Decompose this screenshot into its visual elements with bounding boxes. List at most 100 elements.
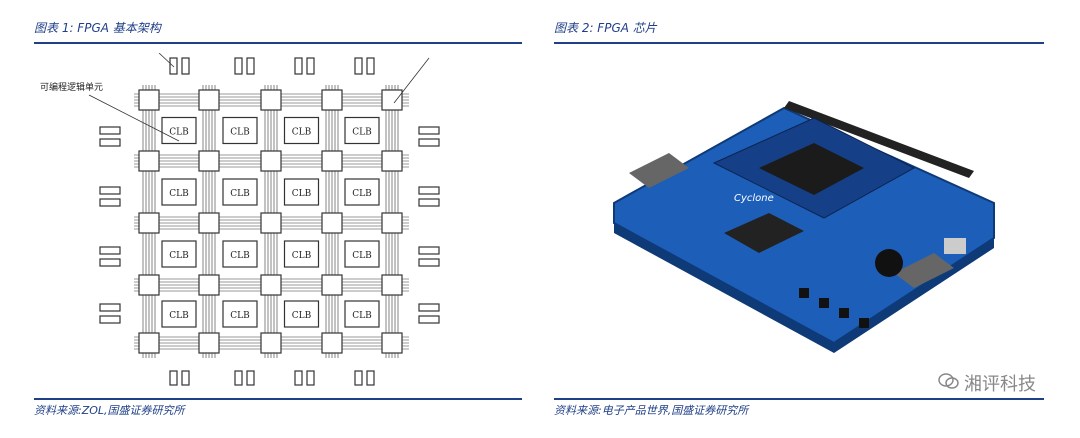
- callout-line: [393, 57, 430, 104]
- io-pad: [294, 370, 303, 386]
- clb-label: CLB: [292, 311, 312, 321]
- io-pad: [366, 57, 375, 75]
- switch-box: [198, 332, 220, 354]
- clb-block: [283, 240, 320, 268]
- switch-box: [198, 274, 220, 296]
- clb-block: [222, 178, 258, 206]
- caption-rule: [554, 42, 1044, 44]
- io-pad: [294, 57, 303, 75]
- clb-label: CLB: [169, 251, 189, 261]
- switch-box: [381, 150, 403, 172]
- wechat-icon: [938, 372, 960, 395]
- right-figure-panel: 图表 2: FPGA 芯片 Cyclone 湘评科技 资料来源:电子产品世界,国…: [554, 0, 1044, 438]
- io-pad: [354, 57, 363, 75]
- watermark: 湘评科技: [938, 370, 1036, 396]
- clb-block: [161, 240, 197, 268]
- io-pad: [99, 186, 121, 195]
- switch-box: [381, 274, 403, 296]
- io-pad: [418, 138, 440, 147]
- clb-label: CLB: [169, 311, 189, 321]
- switch-box: [138, 150, 160, 172]
- caption-rule: [34, 42, 522, 44]
- io-pad: [418, 198, 440, 207]
- io-pad: [418, 315, 440, 324]
- clb-label: CLB: [230, 311, 250, 321]
- clb-block: [222, 116, 258, 145]
- fpga-board-photo: Cyclone: [613, 101, 995, 353]
- switch-box: [198, 212, 220, 234]
- figure-2-source: 资料来源:电子产品世界,国盛证券研究所: [554, 404, 749, 417]
- io-pad: [246, 370, 255, 386]
- io-pad: [366, 370, 375, 386]
- source-rule: [554, 398, 1044, 400]
- switch-box: [381, 212, 403, 234]
- switch-box: [138, 212, 160, 234]
- switch-box: [260, 212, 282, 234]
- io-pad: [418, 186, 440, 195]
- switch-box: [381, 89, 403, 111]
- switch-box: [381, 332, 403, 354]
- clb-label: CLB: [292, 128, 312, 138]
- source-rule: [34, 398, 522, 400]
- watermark-text: 湘评科技: [964, 374, 1036, 395]
- io-pad: [169, 370, 178, 386]
- io-pad: [99, 126, 121, 135]
- io-pad: [418, 258, 440, 267]
- figure-2-caption: 图表 2: FPGA 芯片: [554, 21, 657, 35]
- clb-label: CLB: [230, 128, 250, 138]
- switch-box: [138, 89, 160, 111]
- clb-label: CLB: [230, 189, 250, 199]
- clb-label: CLB: [292, 251, 312, 261]
- clb-label: CLB: [169, 189, 189, 199]
- clb-label: CLB: [352, 251, 372, 261]
- io-pad: [246, 57, 255, 75]
- io-pad: [99, 315, 121, 324]
- board-brand-label: Cyclone: [734, 193, 774, 204]
- switch-box: [260, 150, 282, 172]
- clb-label: CLB: [352, 128, 372, 138]
- switch-box: [198, 150, 220, 172]
- clb-block: [283, 300, 320, 328]
- switch-box: [138, 274, 160, 296]
- clb-label: CLB: [352, 311, 372, 321]
- callout-line: [158, 53, 175, 68]
- io-pad: [99, 198, 121, 207]
- io-pad: [181, 370, 190, 386]
- clb-block: [344, 300, 380, 328]
- figure-1-source: 资料来源:ZOL,国盛证券研究所: [34, 404, 185, 417]
- io-pad: [354, 370, 363, 386]
- clb-callout-label: 可编程逻辑单元: [40, 81, 103, 93]
- io-pad: [234, 370, 243, 386]
- switch-box: [198, 89, 220, 111]
- switch-box: [321, 89, 343, 111]
- clb-block: [161, 178, 197, 206]
- clb-block: [344, 116, 380, 145]
- switch-box: [321, 274, 343, 296]
- io-pad: [99, 258, 121, 267]
- switch-box: [138, 332, 160, 354]
- io-pad: [418, 303, 440, 312]
- clb-label: CLB: [352, 189, 372, 199]
- io-pad: [99, 303, 121, 312]
- io-pad: [418, 246, 440, 255]
- io-pad: [306, 57, 315, 75]
- clb-block: [283, 178, 320, 206]
- io-pad: [418, 126, 440, 135]
- io-pad: [181, 57, 190, 75]
- clb-block: [283, 116, 320, 145]
- io-pad: [234, 57, 243, 75]
- io-pad: [99, 138, 121, 147]
- clb-block: [161, 300, 197, 328]
- io-pad: [306, 370, 315, 386]
- switch-box: [260, 332, 282, 354]
- switch-box: [321, 150, 343, 172]
- clb-label: CLB: [292, 189, 312, 199]
- switch-box: [321, 332, 343, 354]
- switch-box: [260, 274, 282, 296]
- clb-block: [161, 116, 197, 145]
- clb-block: [222, 300, 258, 328]
- clb-label: CLB: [169, 128, 189, 138]
- fpga-architecture-diagram: CLB CLB CLB CLB CLB CLB CLB CLB CLB CLB CLB CLB CLB C…: [34, 53, 522, 391]
- figure-1-caption: 图表 1: FPGA 基本架构: [34, 21, 161, 35]
